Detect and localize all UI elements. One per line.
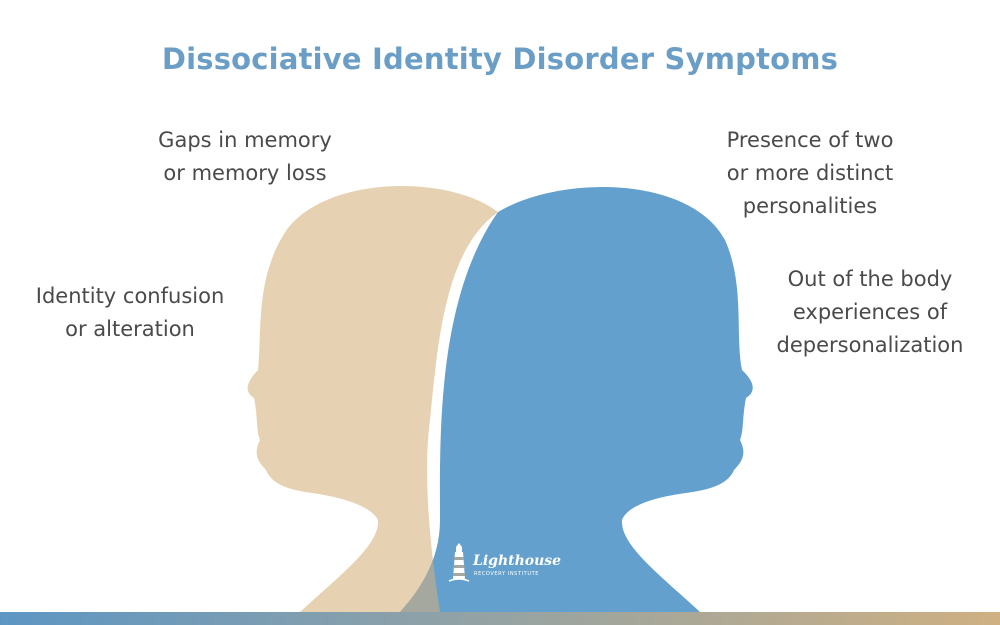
symptom-gaps-in-memory: Gaps in memory or memory loss <box>158 128 332 185</box>
bottom-gradient-bar <box>0 612 1000 625</box>
lighthouse-logo: Lighthouse RECOVERY INSTITUTE <box>447 541 561 585</box>
logo-tagline: RECOVERY INSTITUTE <box>474 571 539 577</box>
page-title: Dissociative Identity Disorder Symptoms <box>161 42 839 76</box>
right-head-silhouette <box>400 187 753 613</box>
left-head-silhouette <box>247 185 498 612</box>
lighthouse-icon <box>448 543 470 582</box>
symptom-identity-confusion: Identity confusion or alteration <box>35 284 225 341</box>
symptom-out-of-body: Out of the body experiences of depersona… <box>776 267 964 357</box>
symptom-distinct-personalities: Presence of two or more distinct persona… <box>726 128 894 218</box>
logo-name: Lighthouse <box>473 553 562 569</box>
